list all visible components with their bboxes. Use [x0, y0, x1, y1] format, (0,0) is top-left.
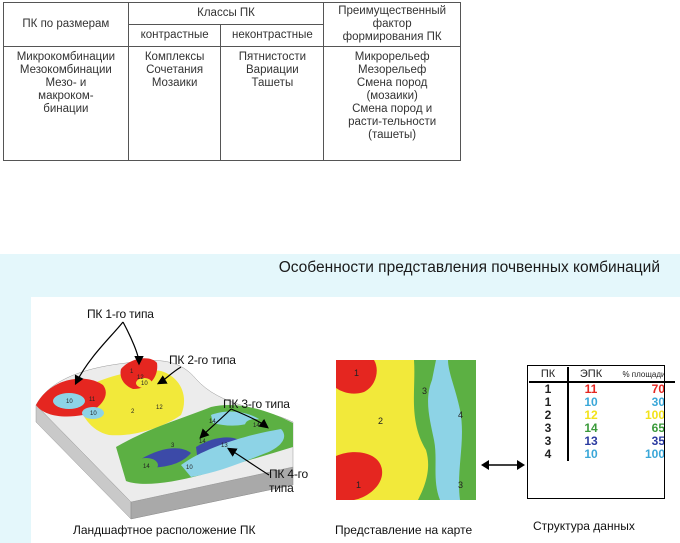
map-num: 1 — [354, 368, 359, 378]
landscape-num: 11 — [89, 397, 96, 403]
landscape-num: 14 — [253, 423, 260, 429]
table-row: 1 11 70 — [529, 382, 675, 396]
header-factor: Преимущественный фактор формирования ПК — [323, 2, 461, 47]
header-size: ПК по размерам — [3, 2, 129, 47]
col-pk: ПК — [529, 367, 569, 383]
data-structure-table: ПК ЭПК % площади 1 11 70 1 10 30 2 12 10… — [529, 367, 675, 461]
landscape-num: 14 — [209, 419, 216, 425]
map-num: 1 — [356, 480, 361, 490]
label-pk1: ПК 1-го типа — [87, 307, 154, 321]
landscape-diagram: 10 11 10 1 12 10 2 12 14 3 14 14 10 13 1… — [35, 321, 294, 520]
cell-size: Микрокомбинации Мезокомбинации Мезо- и м… — [3, 46, 129, 161]
label-pk4: ПК 4-го типа — [269, 467, 309, 495]
header-contrast: контрастные — [127, 24, 222, 47]
data-table-frame — [527, 365, 665, 499]
map-num: 3 — [458, 480, 463, 490]
caption-map: Представление на карте — [335, 523, 473, 537]
landscape-num: 3 — [171, 443, 175, 449]
classification-table: ПК по размерам Классы ПК Преимущественны… — [3, 2, 461, 161]
table-row: 2 12 100 — [529, 409, 675, 422]
landscape-num: 14 — [143, 464, 150, 470]
col-area: % площади — [613, 367, 675, 383]
map-num: 3 — [422, 386, 427, 396]
landscape-num: 1 — [130, 369, 134, 375]
table-row: 1 10 30 — [529, 396, 675, 409]
col-epk: ЭПК — [568, 367, 613, 383]
header-noncontrast: неконтрастные — [220, 24, 325, 47]
landscape-num: 12 — [156, 405, 163, 411]
landscape-num: 14 — [199, 439, 206, 445]
landscape-num: 10 — [90, 411, 97, 417]
landscape-num: 13 — [221, 443, 228, 449]
double-arrow-icon — [481, 460, 525, 470]
label-pk2: ПК 2-го типа — [169, 353, 236, 367]
header-classes: Классы ПК — [127, 2, 325, 25]
landscape-num: 12 — [137, 375, 144, 381]
landscape-num: 10 — [141, 381, 148, 387]
landscape-num: 10 — [66, 399, 73, 405]
slide: Особенности представления почвенных комб… — [0, 254, 680, 543]
map-num: 4 — [458, 410, 463, 420]
table-row: 3 14 65 — [529, 422, 675, 435]
caption-landscape: Ландшафтное расположение ПК — [73, 523, 256, 537]
landscape-num: 10 — [186, 465, 193, 471]
label-pk3: ПК 3-го типа — [223, 397, 290, 411]
slide-title: Особенности представления почвенных комб… — [278, 259, 660, 276]
table-row: 3 13 35 — [529, 435, 675, 448]
map-representation: 1 2 3 4 1 3 — [336, 360, 476, 500]
landscape-num: 2 — [131, 409, 135, 415]
cell-factor: Микрорельеф Мезорельеф Смена пород (моза… — [323, 46, 461, 161]
caption-structure: Структура данных — [533, 519, 635, 533]
cell-noncontrast: Пятнистости Вариации Ташеты — [220, 46, 325, 161]
cell-contrast: Комплексы Сочетания Мозаики — [127, 46, 222, 161]
map-num: 2 — [378, 416, 383, 426]
table-row: 4 10 100 — [529, 448, 675, 461]
figure-panel: 10 11 10 1 12 10 2 12 14 3 14 14 10 13 1… — [31, 297, 680, 543]
